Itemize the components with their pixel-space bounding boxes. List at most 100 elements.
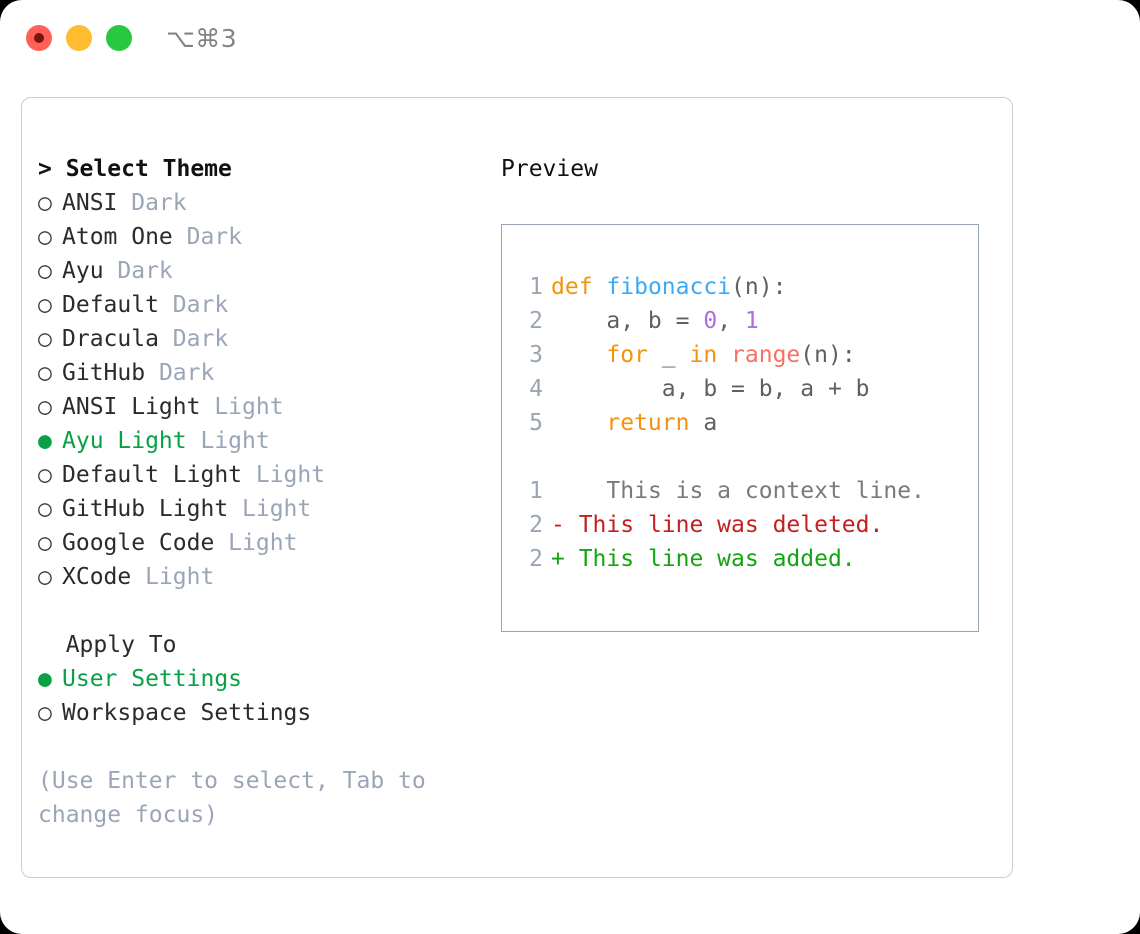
theme-picker-pane: > Select Theme ○ ANSI Dark○ Atom One Dar… (38, 152, 478, 832)
theme-name: GitHub (62, 360, 146, 386)
theme-list-item[interactable]: ● Ayu Light Light (38, 424, 478, 458)
minimize-button[interactable] (66, 25, 92, 51)
theme-variant-badge: Dark (172, 224, 243, 250)
theme-list-item[interactable]: ○ Default Light Light (38, 458, 478, 492)
code-token: , (717, 308, 745, 334)
theme-list: ○ ANSI Dark○ Atom One Dark○ Ayu Dark○ De… (38, 186, 478, 594)
radio-unselected-icon: ○ (38, 462, 66, 488)
theme-name: ANSI (62, 190, 118, 216)
diff-text: This line was deleted. (578, 512, 884, 538)
theme-variant-badge: Light (242, 462, 326, 488)
dialog-card: > Select Theme ○ ANSI Dark○ Atom One Dar… (21, 97, 1013, 878)
code-token: def (551, 274, 593, 300)
theme-list-item[interactable]: ○ Google Code Light (38, 526, 478, 560)
radio-selected-icon: ● (38, 666, 66, 692)
radio-unselected-icon: ○ (38, 564, 66, 590)
theme-name: XCode (62, 564, 132, 590)
code-token: (n): (800, 342, 856, 368)
code-token: a, b = (551, 308, 704, 334)
code-token (593, 274, 607, 300)
diff-marker: - (551, 512, 579, 538)
radio-unselected-icon: ○ (38, 190, 66, 216)
apply-to-label: Workspace Settings (62, 700, 312, 726)
code-token: (n): (731, 274, 787, 300)
code-token (717, 342, 731, 368)
code-token: a, b = b, a + b (551, 376, 870, 402)
theme-variant-badge: Dark (158, 326, 229, 352)
code-token: _ (647, 342, 690, 368)
diff-line: 1 This is a context line. (517, 474, 970, 508)
theme-variant-badge: Light (131, 564, 215, 590)
preview-title: Preview (501, 156, 598, 182)
diff-line: 2+ This line was added. (517, 542, 970, 576)
code-token: a (689, 410, 718, 436)
theme-variant-badge: Dark (117, 190, 187, 216)
theme-list-item[interactable]: ○ Default Dark (38, 288, 478, 322)
theme-list-item[interactable]: ○ Dracula Dark (38, 322, 478, 356)
radio-unselected-icon: ○ (38, 326, 66, 352)
diff-text: This line was added. (578, 546, 856, 572)
line-number: 3 (529, 342, 543, 368)
code-token: return (606, 410, 690, 436)
radio-unselected-icon: ○ (38, 360, 66, 386)
code-line: 2 a, b = 0, 1 (517, 304, 970, 338)
theme-name: GitHub Light (62, 496, 229, 522)
theme-name: Ayu (62, 258, 104, 284)
apply-to-item[interactable]: ● User Settings (38, 662, 478, 696)
theme-variant-badge: Dark (145, 360, 215, 386)
title-bar: ⌥⌘3 (0, 0, 1140, 78)
line-number: 2 (529, 512, 543, 538)
code-token: for (606, 342, 648, 368)
code-spacer (517, 440, 970, 474)
radio-unselected-icon: ○ (38, 700, 66, 726)
line-number: 4 (529, 376, 543, 402)
line-number: 1 (529, 478, 543, 504)
apply-to-heading: Apply To (38, 632, 177, 658)
theme-list-item[interactable]: ○ GitHub Light Light (38, 492, 478, 526)
code-token: 0 (703, 308, 718, 334)
theme-name: Ayu Light (62, 428, 187, 454)
code-line: 5 return a (517, 406, 970, 440)
code-token (551, 410, 606, 436)
code-token: fibonacci (606, 274, 732, 300)
traffic-lights (26, 25, 132, 51)
theme-name: Default (62, 292, 159, 318)
theme-name: Dracula (62, 326, 159, 352)
code-token: 1 (744, 308, 759, 334)
theme-variant-badge: Light (200, 394, 284, 420)
theme-list-item[interactable]: ○ Ayu Dark (38, 254, 478, 288)
theme-list-item[interactable]: ○ Atom One Dark (38, 220, 478, 254)
theme-list-item[interactable]: ○ ANSI Dark (38, 186, 478, 220)
heading-caret: > (38, 156, 66, 182)
radio-unselected-icon: ○ (38, 496, 66, 522)
theme-list-item[interactable]: ○ ANSI Light Light (38, 390, 478, 424)
radio-unselected-icon: ○ (38, 258, 66, 284)
radio-unselected-icon: ○ (38, 292, 66, 318)
radio-unselected-icon: ○ (38, 394, 66, 420)
theme-name: Default Light (62, 462, 243, 488)
apply-to-label: User Settings (62, 666, 243, 692)
theme-name: Atom One (62, 224, 173, 250)
apply-to-item[interactable]: ○ Workspace Settings (38, 696, 478, 730)
theme-list-item[interactable]: ○ XCode Light (38, 560, 478, 594)
heading-label: Select Theme (65, 156, 232, 182)
help-hint-text: (Use Enter to select, Tab to change focu… (38, 768, 426, 828)
code-token (551, 342, 606, 368)
diff-line: 2- This line was deleted. (517, 508, 970, 542)
radio-selected-icon: ● (38, 428, 66, 454)
apply-to-list: ● User Settings○ Workspace Settings (38, 662, 478, 730)
close-button[interactable] (26, 25, 52, 51)
code-token: in (689, 342, 718, 368)
theme-name: ANSI Light (62, 394, 201, 420)
theme-list-item[interactable]: ○ GitHub Dark (38, 356, 478, 390)
theme-variant-badge: Dark (103, 258, 173, 284)
maximize-button[interactable] (106, 25, 132, 51)
code-token: range (731, 342, 801, 368)
theme-variant-badge: Light (214, 530, 298, 556)
keyboard-shortcut-label: ⌥⌘3 (166, 24, 238, 53)
diff-text: This is a context line. (578, 478, 925, 504)
line-number: 5 (529, 410, 543, 436)
